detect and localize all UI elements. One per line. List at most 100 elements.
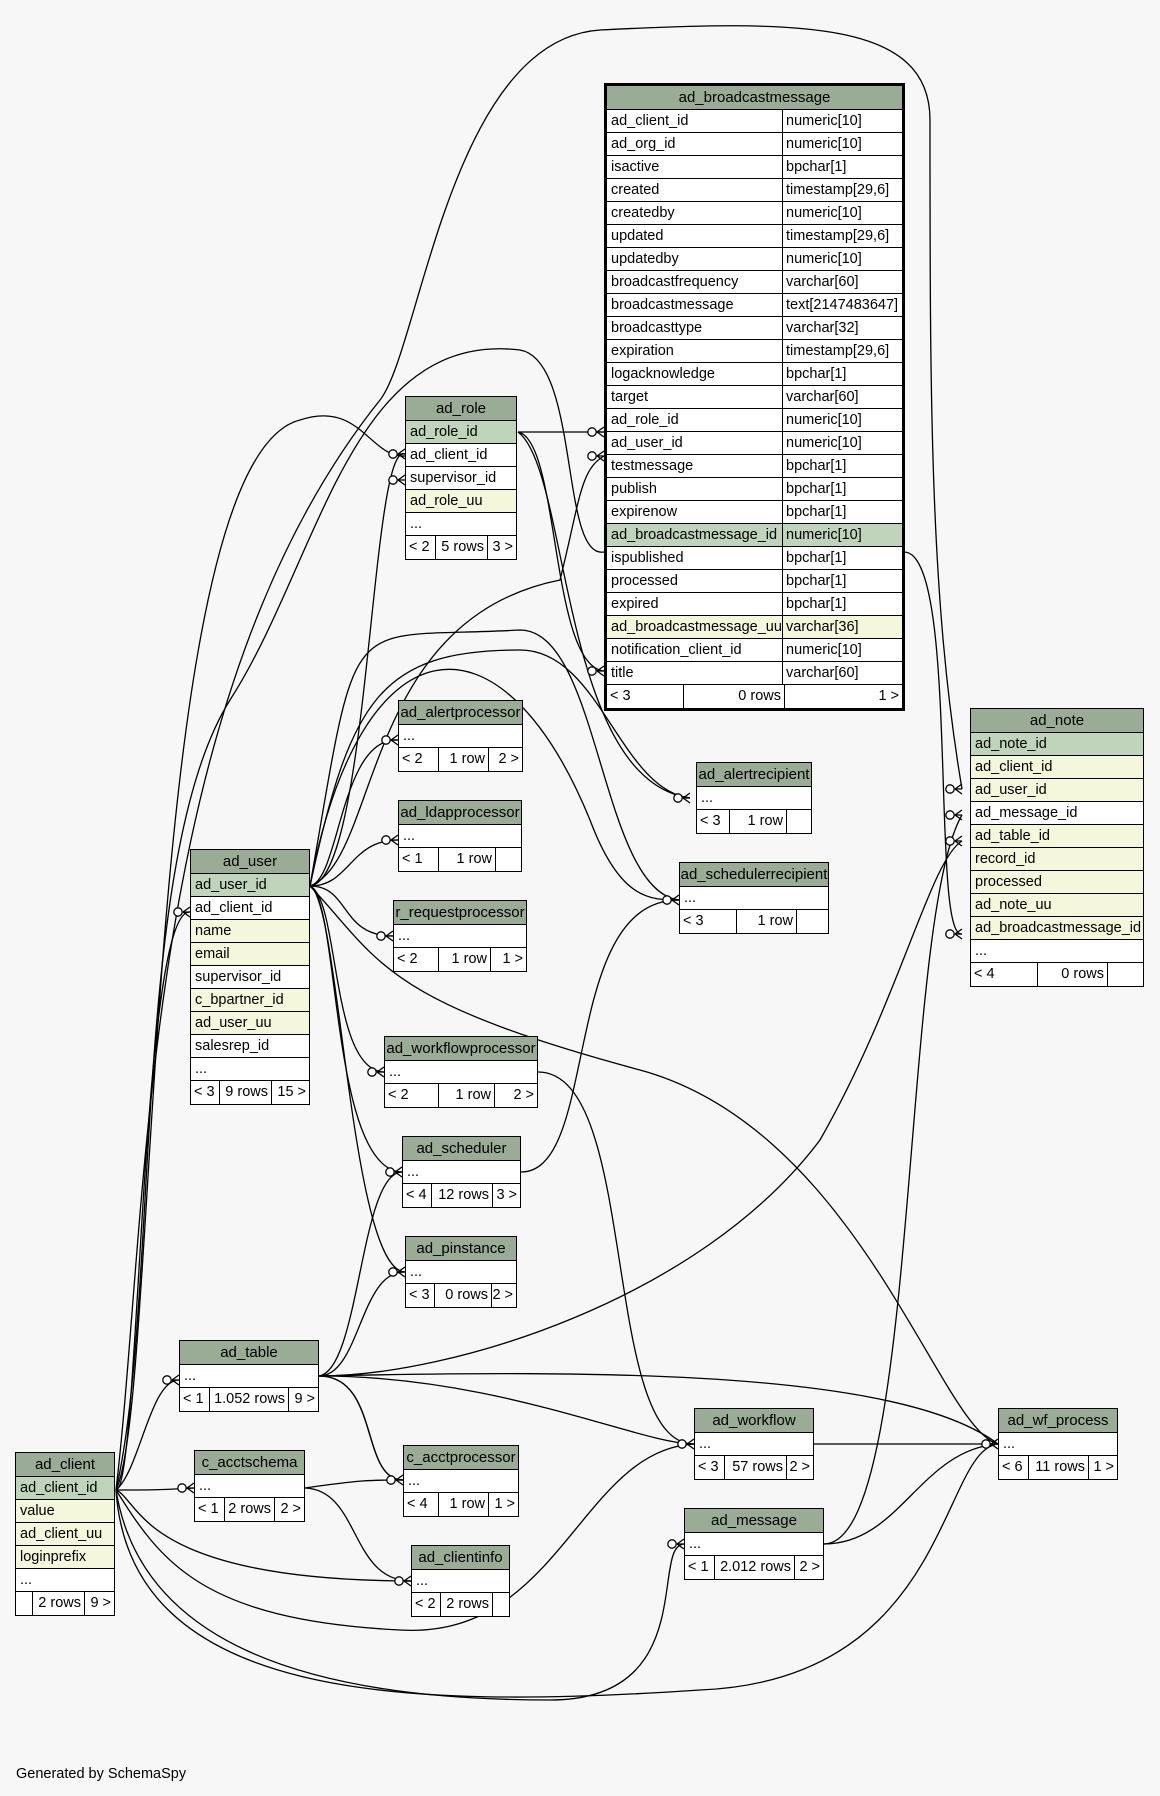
relationship-line [304, 1487, 412, 1582]
column-name: broadcastfrequency [611, 274, 739, 290]
table-footer: < 2 2 rows [412, 1593, 509, 1616]
relationship-line [309, 455, 605, 887]
table-ad_wf_process[interactable]: ad_wf_process ... < 6 11 rows 1 > [998, 1408, 1118, 1480]
table-ad_workflow[interactable]: ad_workflow ... < 3 57 rows 2 > [694, 1408, 814, 1480]
table-ad_ldapprocessor[interactable]: ad_ldapprocessor ... < 1 1 row [398, 800, 522, 872]
column-row: ... [999, 1433, 1117, 1456]
table-ad_client[interactable]: ad_client ad_client_id value ad_client_u… [15, 1452, 115, 1616]
table-header: ad_pinstance [406, 1237, 516, 1261]
crows-foot-marker [677, 1438, 695, 1450]
column-type: varchar[60] [782, 271, 902, 293]
column-name: processed [611, 573, 678, 589]
table-ad_role[interactable]: ad_role ad_role_id ad_client_id supervis… [405, 396, 517, 560]
column-name: created [611, 182, 660, 198]
column-row: ad_client_id [406, 444, 516, 467]
table-header: ad_workflow [695, 1409, 813, 1433]
column-name: publish [611, 481, 657, 497]
table-ad_clientinfo[interactable]: ad_clientinfo ... < 2 2 rows [411, 1545, 510, 1617]
column-row: ad_note_id [971, 733, 1143, 756]
table-header: ad_alertprocessor [399, 701, 522, 725]
table-footer: < 3 9 rows 15 > [191, 1081, 309, 1104]
table-footer: < 3 0 rows 1 > [607, 685, 902, 708]
relationship-line [517, 431, 691, 799]
table-ad_alertprocessor[interactable]: ad_alertprocessor ... < 2 1 row 2 > [398, 700, 523, 772]
column-name: broadcastmessage [611, 297, 734, 313]
column-row: ... [385, 1061, 537, 1084]
column-type: numeric[10] [782, 248, 902, 270]
crows-foot-marker [587, 665, 605, 677]
table-footer: < 2 5 rows 3 > [406, 536, 516, 559]
table-ad_message[interactable]: ad_message ... < 1 2.012 rows 2 > [684, 1508, 824, 1580]
crows-foot-marker [386, 1474, 404, 1486]
column-row: ad_client_uu [16, 1523, 114, 1546]
column-name: ad_org_id [611, 136, 676, 152]
table-ad_note[interactable]: ad_note ad_note_id ad_client_id ad_user_… [970, 708, 1144, 987]
column-type: numeric[10] [782, 202, 902, 224]
table-ad_schedulerrecipient[interactable]: ad_schedulerrecipient ... < 3 1 row [679, 862, 829, 934]
footer-prev: < 3 [607, 685, 684, 708]
table-footer: < 4 12 rows 3 > [403, 1184, 520, 1207]
column-row: ... [695, 1433, 813, 1456]
column-name: ispublished [611, 550, 684, 566]
column-row: created timestamp[29,6] [607, 179, 902, 202]
relationship-line [309, 629, 680, 901]
table-header: c_acctprocessor [404, 1446, 518, 1470]
column-name: isactive [611, 159, 660, 175]
table-ad_workflowprocessor[interactable]: ad_workflowprocessor ... < 2 1 row 2 > [384, 1036, 538, 1108]
column-row: ... [406, 1261, 516, 1284]
column-row: salesrep_id [191, 1035, 309, 1058]
table-footer: < 2 1 row 2 > [385, 1084, 537, 1107]
column-row: ad_user_uu [191, 1012, 309, 1035]
column-name: broadcasttype [611, 320, 703, 336]
crows-foot-marker [381, 734, 399, 746]
table-ad_scheduler[interactable]: ad_scheduler ... < 4 12 rows 3 > [402, 1136, 521, 1208]
column-name: ad_user_id [611, 435, 683, 451]
relationship-line [318, 1375, 404, 1481]
column-name: title [611, 665, 634, 681]
table-footer: < 1 1 row [399, 848, 521, 871]
table-ad_user[interactable]: ad_user ad_user_id ad_client_id name ema… [190, 849, 310, 1105]
table-header: ad_schedulerrecipient [680, 863, 828, 887]
crows-foot-marker [388, 1266, 406, 1278]
table-c_acctprocessor[interactable]: c_acctprocessor ... < 4 1 row 1 > [403, 1445, 519, 1517]
table-header: ad_message [685, 1509, 823, 1533]
column-name: updated [611, 228, 664, 244]
table-footer: < 6 11 rows 1 > [999, 1456, 1117, 1479]
footer-rows: 0 rows [684, 685, 785, 708]
relationship-line [115, 415, 406, 1491]
relationship-line [309, 668, 680, 901]
column-name: expirenow [611, 504, 678, 520]
column-row: ad_table_id [971, 825, 1143, 848]
column-row: ad_note_uu [971, 894, 1143, 917]
column-row: c_bpartner_id [191, 989, 309, 1012]
table-footer: < 3 57 rows 2 > [695, 1456, 813, 1479]
table-ad_table[interactable]: ad_table ... < 1 1.052 rows 9 > [179, 1340, 319, 1412]
table-r_requestprocessor[interactable]: r_requestprocessor ... < 2 1 row 1 > [393, 900, 527, 972]
column-type: timestamp[29,6] [782, 179, 902, 201]
table-header: ad_ldapprocessor [399, 801, 521, 825]
generated-by-footer: Generated by SchemaSpy [16, 1766, 187, 1782]
table-c_acctschema[interactable]: c_acctschema ... < 1 2 rows 2 > [194, 1450, 305, 1522]
column-row: ... [685, 1533, 823, 1556]
table-header: ad_user [191, 850, 309, 874]
crows-foot-marker [981, 1438, 999, 1450]
column-type: bpchar[1] [782, 455, 902, 477]
table-header: c_acctschema [195, 1451, 304, 1475]
column-type: varchar[36] [782, 616, 902, 638]
table-ad_pinstance[interactable]: ad_pinstance ... < 3 0 rows 2 > [405, 1236, 517, 1308]
column-row: ... [191, 1058, 309, 1081]
table-footer: < 3 1 row [680, 910, 828, 933]
relationship-line [537, 1071, 695, 1445]
column-name: notification_client_id [611, 642, 742, 658]
table-ad_alertrecipient[interactable]: ad_alertrecipient ... < 3 1 row [696, 762, 812, 834]
column-type: text[2147483647] [782, 294, 902, 316]
column-row: ... [697, 787, 811, 810]
